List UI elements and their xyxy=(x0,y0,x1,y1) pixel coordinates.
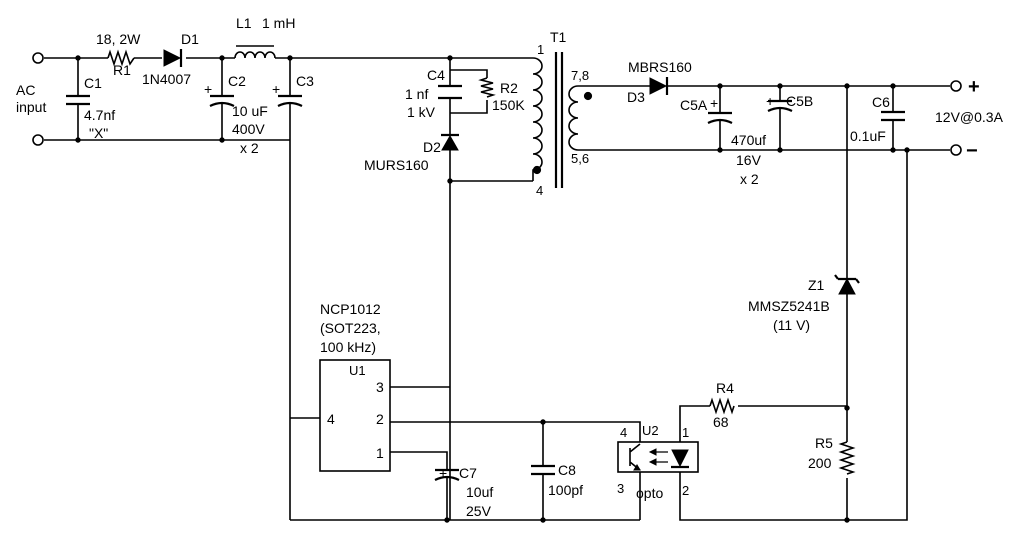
c7-value: 10uf xyxy=(466,484,493,500)
c5a-ref: C5A xyxy=(680,97,708,113)
d3-part: MBRS160 xyxy=(628,59,692,75)
ac-input-label-1: AC xyxy=(16,82,35,98)
controller-u1: NCP1012 (SOT223, 100 kHz) U1 3 2 1 4 xyxy=(319,301,391,472)
output-plus-sign: + xyxy=(968,76,980,98)
u1-pin2: 2 xyxy=(376,411,384,427)
capacitor-c8: C8 100pf xyxy=(531,462,583,498)
r1-ref: R1 xyxy=(113,62,131,78)
capacitor-c7: + C7 10uf 25V xyxy=(434,465,493,519)
c8-value: 100pf xyxy=(548,482,583,498)
c1-note: "X" xyxy=(89,125,108,141)
r2-value: 150K xyxy=(492,97,525,113)
u2-pin2: 2 xyxy=(682,483,689,498)
optocoupler-u2: U2 4 1 3 2 opto xyxy=(617,423,699,501)
u1-pin3: 3 xyxy=(376,379,384,395)
output-minus-sign: − xyxy=(966,140,978,162)
c6-ref: C6 xyxy=(872,94,890,110)
l1-ref: L1 xyxy=(236,15,252,31)
capacitor-c5b: + C5B 470uf 16V x 2 xyxy=(731,93,813,187)
d3-ref: D3 xyxy=(627,89,645,105)
secondary-polarity-dot xyxy=(583,91,593,101)
u2-pin3: 3 xyxy=(617,481,624,496)
c1-ref: C1 xyxy=(84,75,102,91)
diode-d1: D1 1N4007 xyxy=(142,31,199,87)
capacitor-c1: C1 4.7nf "X" xyxy=(66,75,115,141)
resistor-r2: R2 150K xyxy=(478,77,525,113)
u1-part: NCP1012 xyxy=(320,301,381,317)
resistor-r5: R5 200 xyxy=(808,435,856,475)
u1-ref: U1 xyxy=(349,363,366,378)
r5-ref: R5 xyxy=(815,435,833,451)
u2-pin4: 4 xyxy=(620,425,627,440)
dc-output-terminals: + − 12V@0.3A xyxy=(935,76,1004,162)
c7-ref: C7 xyxy=(459,465,477,481)
u1-package: (SOT223, xyxy=(320,320,381,336)
c2-voltage: 400V xyxy=(232,121,265,137)
d2-part: MURS160 xyxy=(364,157,429,173)
c3-plus: + xyxy=(272,81,280,97)
r4-ref: R4 xyxy=(716,380,734,396)
capacitor-c4: C4 1 nf 1 kV xyxy=(405,67,462,120)
c5b-voltage: 16V xyxy=(736,152,762,168)
c5b-plus: + xyxy=(766,93,774,109)
zener-z1: Z1 MMSZ5241B (11 V) xyxy=(748,274,860,333)
wires xyxy=(44,57,950,521)
inductor-l1: L1 1 mH xyxy=(234,15,295,59)
z1-part: MMSZ5241B xyxy=(748,298,830,314)
resistor-r1: 18, 2W R1 xyxy=(96,31,141,78)
c5b-ref: C5B xyxy=(786,93,813,109)
capacitor-c2: + C2 10 uF 400V x 2 xyxy=(204,73,268,156)
c2-ref: C2 xyxy=(228,73,246,89)
c6-value: 0.1uF xyxy=(850,128,886,144)
u2-pin1: 1 xyxy=(682,425,689,440)
c7-plus: + xyxy=(439,465,447,481)
t1-ref: T1 xyxy=(550,29,567,45)
c5b-value: 470uf xyxy=(731,132,766,148)
c4-value: 1 nf xyxy=(405,86,428,102)
t1-pin56: 5,6 xyxy=(571,151,589,166)
c1-value: 4.7nf xyxy=(84,107,115,123)
c4-ref: C4 xyxy=(427,67,445,83)
z1-voltage: (11 V) xyxy=(773,317,810,333)
z1-ref: Z1 xyxy=(808,277,825,293)
l1-value: 1 mH xyxy=(262,15,295,31)
u1-pin4: 4 xyxy=(327,411,335,427)
t1-pin78: 7,8 xyxy=(571,68,589,83)
c8-ref: C8 xyxy=(558,462,576,478)
r1-value: 18, 2W xyxy=(96,31,141,47)
diode-d2: D2 MURS160 xyxy=(364,133,459,173)
c4-voltage: 1 kV xyxy=(407,104,436,120)
t1-pin4: 4 xyxy=(536,183,543,198)
diode-d3: MBRS160 D3 xyxy=(627,59,692,105)
c7-voltage: 25V xyxy=(466,503,492,519)
t1-pin1: 1 xyxy=(537,42,544,57)
output-rating-label: 12V@0.3A xyxy=(935,109,1004,125)
r4-value: 68 xyxy=(713,414,729,430)
capacitor-c6: C6 0.1uF xyxy=(850,94,905,144)
r2-ref: R2 xyxy=(500,80,518,96)
c5b-qty: x 2 xyxy=(740,171,759,187)
ac-input-terminals: AC input xyxy=(16,52,46,146)
u1-freq: 100 kHz) xyxy=(320,339,376,355)
capacitor-c5a: + C5A xyxy=(680,95,733,124)
c2-plus: + xyxy=(204,81,212,97)
d1-ref: D1 xyxy=(181,31,199,47)
u2-ref: U2 xyxy=(642,423,659,438)
c2-value: 10 uF xyxy=(232,103,268,119)
primary-polarity-dot xyxy=(532,165,542,175)
resistor-r4: R4 68 xyxy=(709,380,735,430)
capacitor-c3: + C3 xyxy=(272,73,314,107)
u2-label: opto xyxy=(636,485,663,501)
c5a-plus: + xyxy=(710,95,718,111)
ac-input-label-2: input xyxy=(16,99,46,115)
d1-part: 1N4007 xyxy=(142,71,191,87)
c2-qty: x 2 xyxy=(240,140,259,156)
u1-pin1: 1 xyxy=(376,445,384,461)
r5-value: 200 xyxy=(808,455,832,471)
d2-ref: D2 xyxy=(423,139,441,155)
c3-ref: C3 xyxy=(296,73,314,89)
transformer-t1: T1 1 4 7,8 5,6 xyxy=(532,29,593,198)
junctions xyxy=(75,55,910,523)
